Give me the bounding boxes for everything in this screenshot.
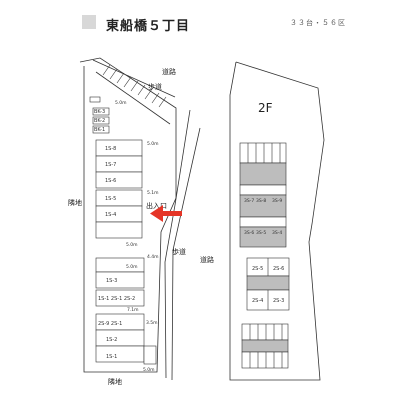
parking-stall [95,329,145,347]
stall-label: 2S-3 [273,298,284,304]
capacity-note: ３３台・５６区 [290,19,346,27]
bike-label: BK-3 [94,109,105,115]
floor-label-2f: 2F [258,101,273,115]
road-edge-top [92,59,176,98]
dimension-label: 5.0m [126,242,138,248]
bike-label: BK-2 [94,118,105,124]
stall-label: 1S-4 [105,212,116,218]
stall-label: 3S-9 [272,198,282,204]
bike-stall [92,125,110,134]
stall-label: 3S-7 [244,198,254,204]
dimension-label: 5.0m [126,264,138,270]
road-edge-right-2 [164,109,191,379]
floor-2f-outline [229,61,325,381]
top-diagonal-stalls [102,64,167,108]
bike-stall [92,116,110,125]
2f-top-block [239,142,287,248]
stall-label: 2S-6 [273,266,284,272]
entrance-label: 出入口 [146,201,167,210]
dimension-label: 3.5m [146,320,158,326]
bike-label: BK-1 [94,127,105,133]
dimension-label: 5.0m [147,141,159,147]
2f-bottom-block [241,323,289,369]
stall-label: 1S-8 [105,146,116,152]
parking-stall [95,345,145,363]
stall-label: 1S-6 [105,178,116,184]
parking-stall [95,189,143,207]
stall-label: 1S-7 [105,162,116,168]
parking-stall [95,205,143,223]
entrance-arrow-icon [150,205,182,222]
parking-stall [95,171,143,189]
road-edge-right [171,127,201,381]
stall-label: 1S-2 [106,337,117,343]
stall-label: 3S-5 [256,230,266,236]
stall-label: 1S-5 [105,196,116,202]
label-sidewalk-top: 歩道 [148,82,162,91]
small-stall [143,345,157,365]
bike-stall [92,107,110,116]
stall-label: 2S-5 [252,266,263,272]
stall-label: 2S-9 2S-1 [98,321,122,327]
title-marker [82,15,96,29]
label-sidewalk-right: 歩道 [172,247,186,256]
2f-middle-block [246,257,290,311]
stall-label: 1S-1 [106,354,117,360]
label-road-right: 道路 [200,255,214,264]
label-neighbor-bottom: 隣地 [108,377,122,386]
parking-stall [95,155,143,173]
stall-label: 1S-1 2S-1 2S-2 [98,296,135,302]
parking-stall [95,139,143,157]
road-edge-top-2 [95,71,171,125]
dimension-label: 5.0m [115,100,127,106]
dimension-label: 7.1m [127,307,139,313]
page-title: 東船橋５丁目 [106,19,191,34]
dimension-label: 5.1m [147,190,159,196]
parking-stall-split [95,221,143,239]
parking-stall-split [95,289,145,307]
bike-marker [89,96,101,103]
stall-label: 1S-3 [106,278,117,284]
label-neighbor-left: 隣地 [68,198,82,207]
label-road-top: 道路 [162,67,176,76]
dimension-label: 5.0m [143,367,155,373]
parking-stall [95,271,145,289]
stall-label: 3S-8 [256,198,266,204]
stall-label: 2S-4 [252,298,263,304]
dimension-label: 4.4m [147,254,159,260]
stall-label: 3S-6 [244,230,254,236]
stall-label: 3S-4 [272,230,282,236]
